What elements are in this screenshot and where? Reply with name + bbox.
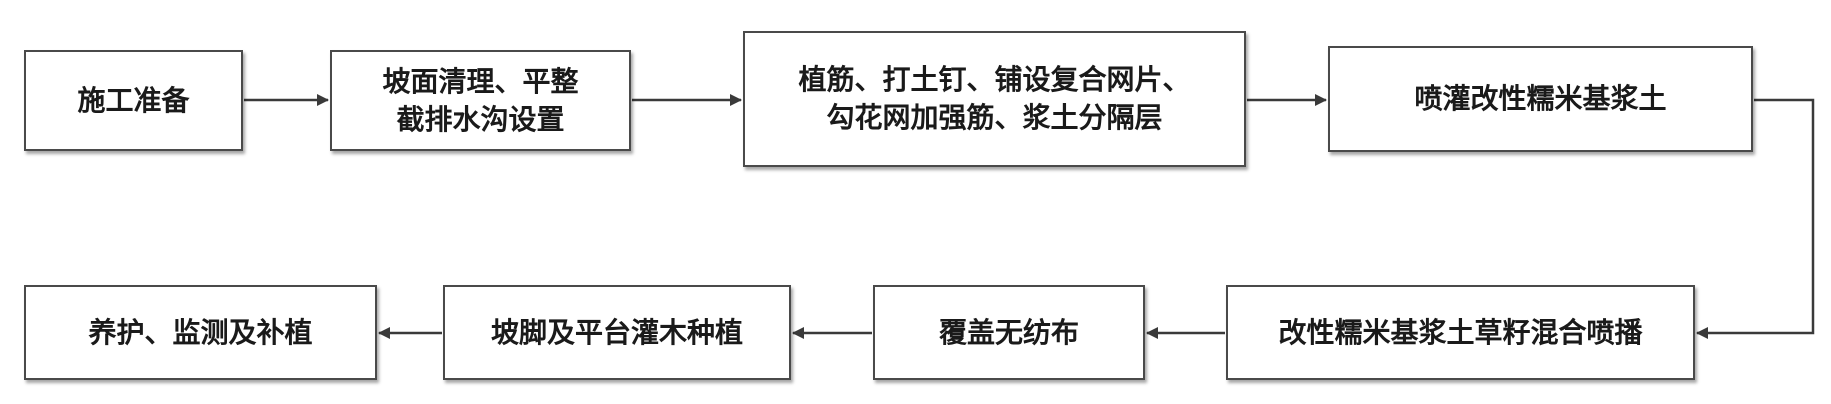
step-box-mortar-grass-seed-spraying: 改性糯米基浆土草籽混合喷播: [1226, 285, 1695, 380]
step-box-spray-rice-mortar: 喷灌改性糯米基浆土: [1328, 46, 1753, 152]
step-box-maintenance-monitoring: 养护、监测及补植: [24, 285, 377, 380]
step-box-anchoring-mesh-installation: 植筋、打土钉、铺设复合网片、 勾花网加强筋、浆土分隔层: [743, 31, 1246, 167]
step-box-construction-preparation: 施工准备: [24, 50, 243, 151]
step-label: 改性糯米基浆土草籽混合喷播: [1278, 315, 1643, 349]
arrow-step-4-to-step-5: [1696, 98, 1815, 339]
step-label: 坡脚及平台灌木种植: [490, 315, 743, 349]
step-label: 覆盖无纺布: [938, 315, 1079, 349]
step-box-cover-nonwoven-fabric: 覆盖无纺布: [873, 285, 1145, 380]
step-box-shrub-planting: 坡脚及平台灌木种植: [443, 285, 791, 380]
step-label: 植筋、打土钉、铺设复合网片、 勾花网加强筋、浆土分隔层: [798, 63, 1191, 134]
step-box-slope-clearing-drainage: 坡面清理、平整 截排水沟设置: [330, 50, 631, 151]
step-label: 喷灌改性糯米基浆土: [1414, 82, 1667, 115]
step-label: 坡面清理、平整 截排水沟设置: [382, 64, 579, 136]
step-label: 养护、监测及补植: [88, 315, 313, 349]
step-label: 施工准备: [77, 83, 190, 117]
